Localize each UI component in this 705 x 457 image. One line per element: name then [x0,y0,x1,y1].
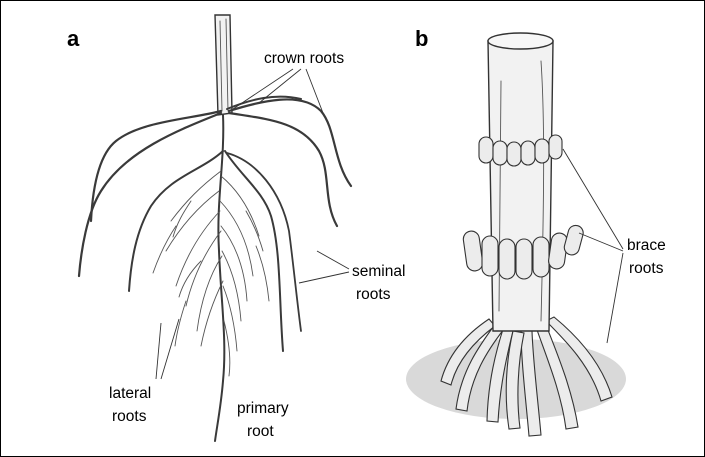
panel-a-letter: a [67,26,80,51]
seminal-roots-leader [299,251,349,283]
panel-b-letter: b [415,26,428,51]
primary-root [215,115,224,441]
crown-roots-label: crown roots [264,50,344,67]
brace-roots-label-line2: roots [629,260,664,277]
primary-root-label-line1: primary [237,400,289,417]
panel-b-illustration [406,33,626,436]
seminal-roots-label-line2: roots [356,286,391,303]
lateral-roots [153,171,269,376]
seminal-roots [129,151,301,351]
seedling-stem [215,15,232,115]
lateral-roots-leader [156,319,179,379]
lateral-roots-label-line2: roots [112,408,147,425]
lateral-roots-label-line1: lateral [109,385,151,402]
crown-roots [79,97,351,276]
primary-root-label-line2: root [247,423,274,440]
brace-roots-label-line1: brace [627,237,666,254]
seminal-roots-label-line1: seminal [352,263,405,280]
stalk-top [488,33,553,49]
